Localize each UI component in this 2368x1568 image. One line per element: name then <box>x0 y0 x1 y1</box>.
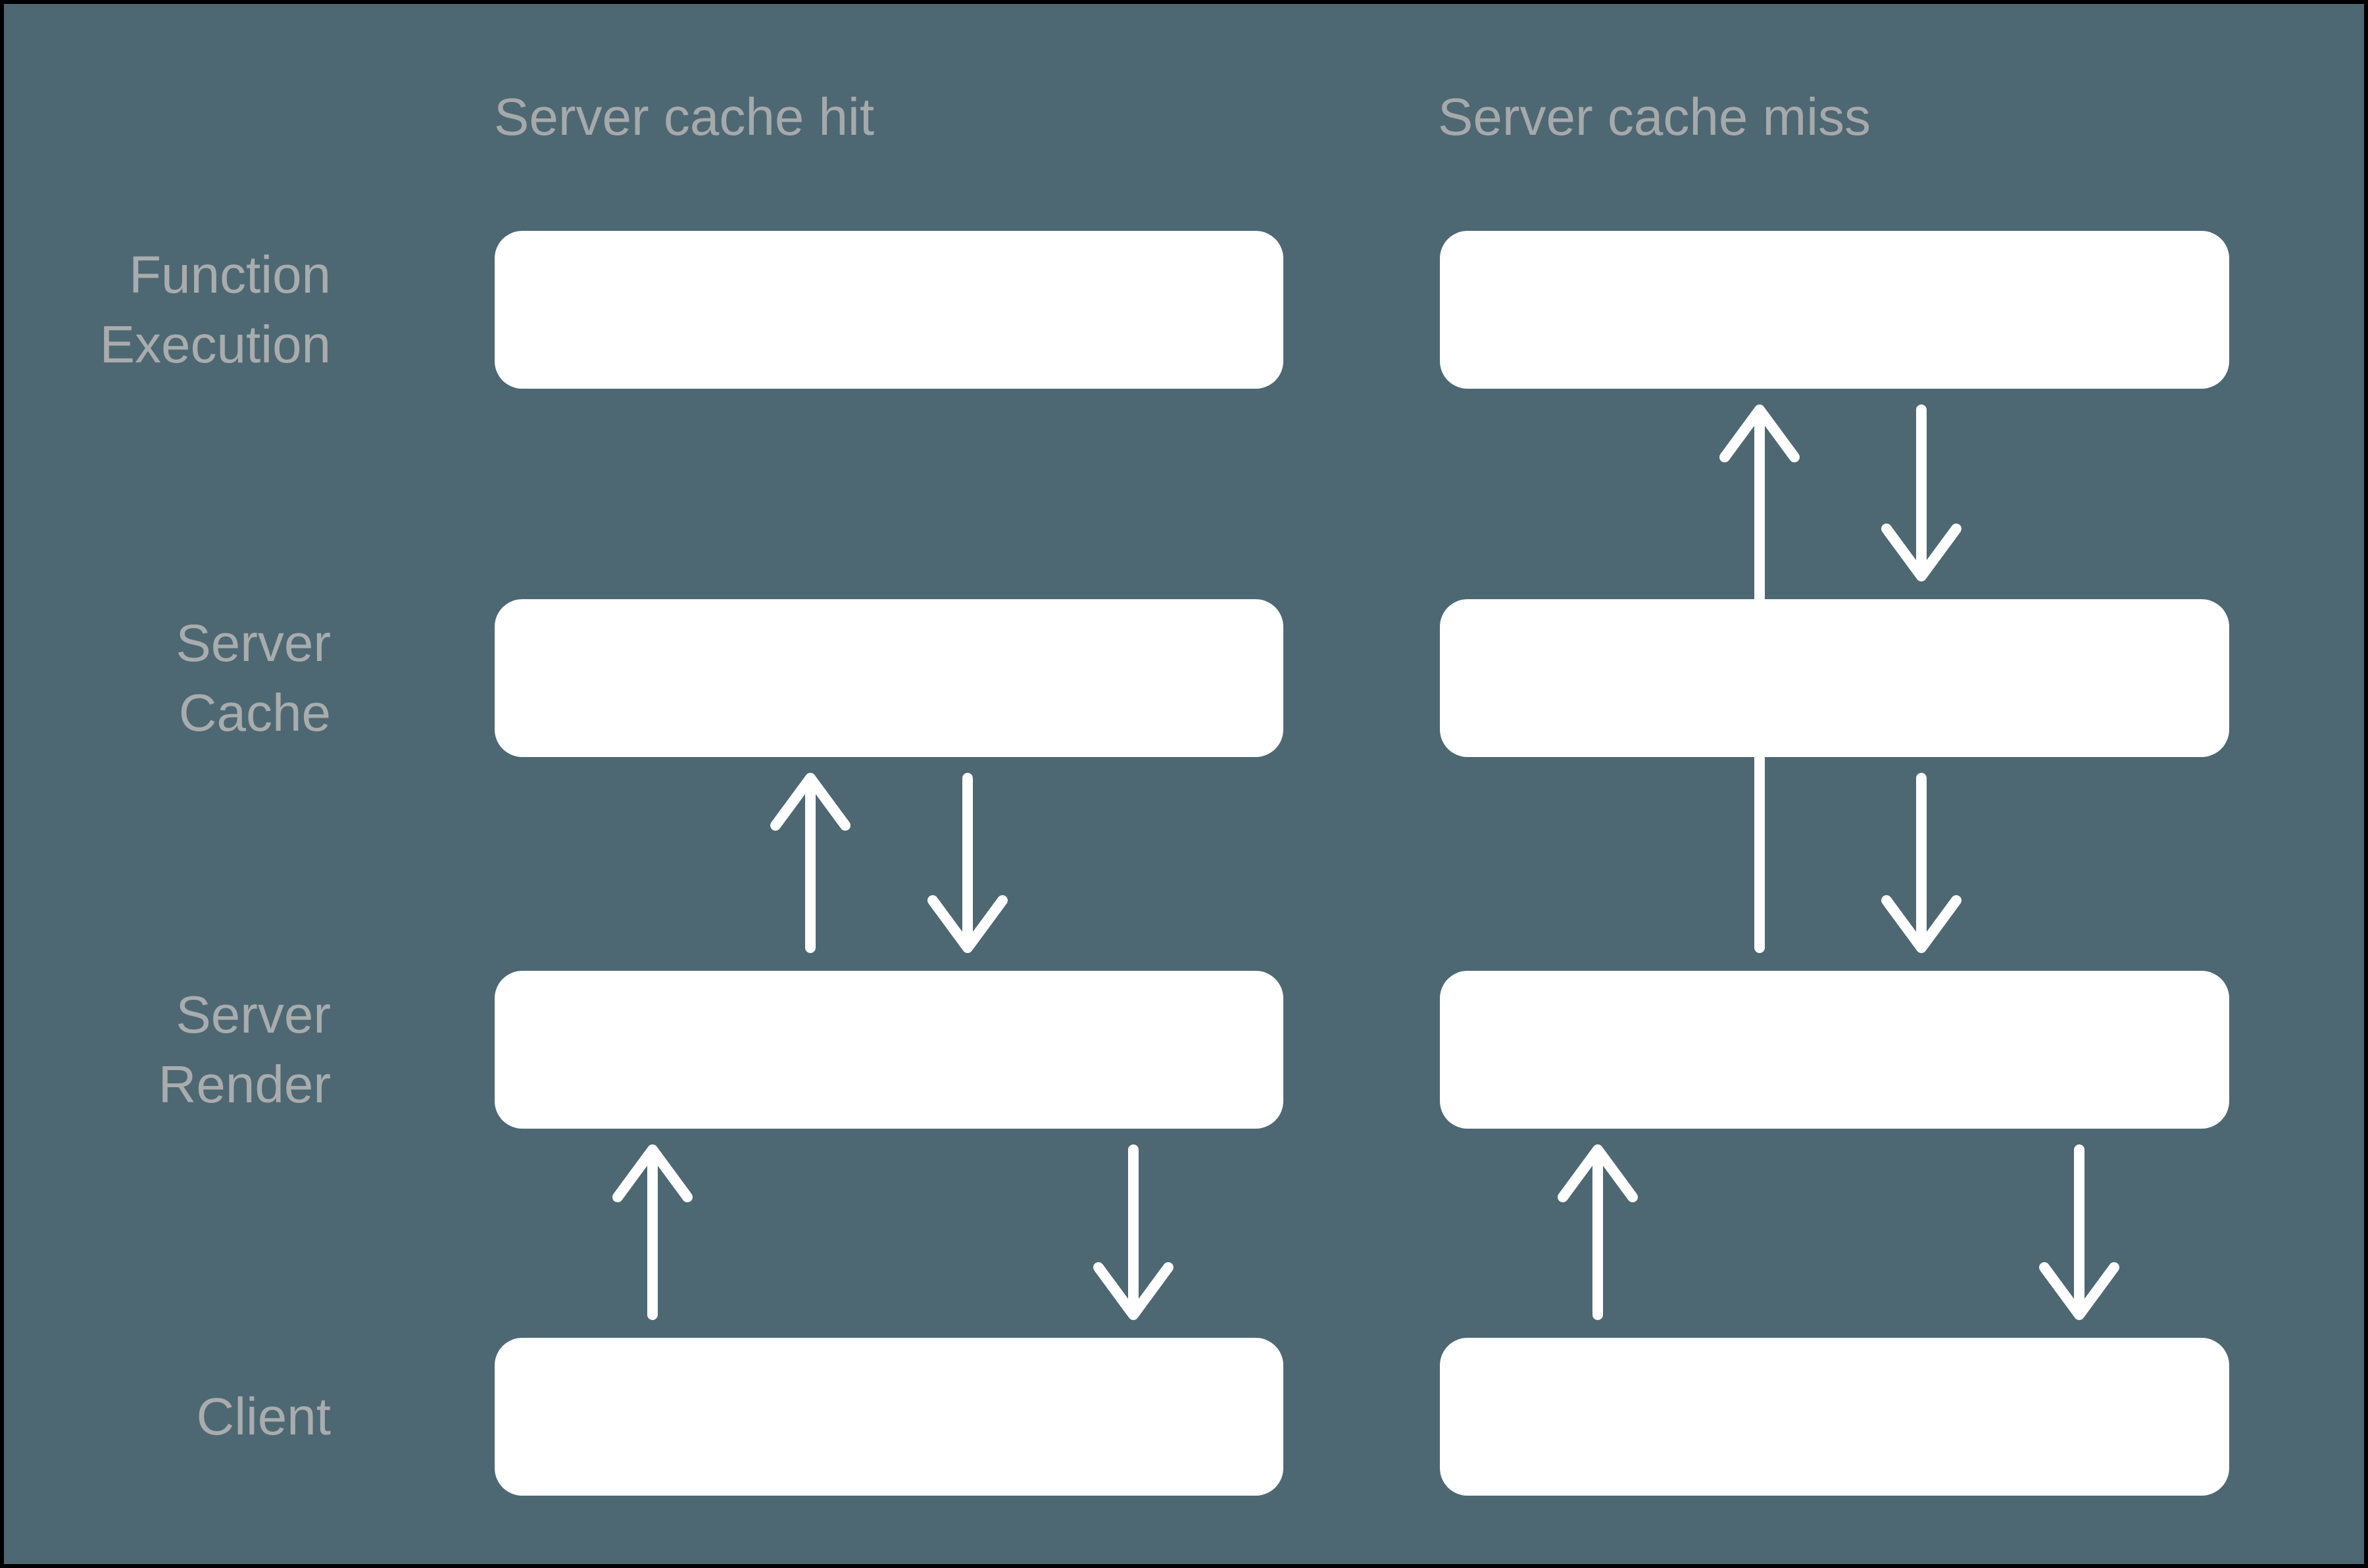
row-label-function-execution: Function Execution <box>41 240 331 380</box>
row-label-line: Server <box>176 614 331 672</box>
arrow-down-hit-server-cache-to-server-render <box>927 773 1008 953</box>
box-hit-client <box>495 1338 1283 1496</box>
box-miss-server-cache <box>1440 599 2229 757</box>
row-label-line: Cache <box>178 683 331 742</box>
arrow-up-hit-server-render-to-client <box>612 1144 693 1320</box>
row-label-line: Server <box>176 985 331 1044</box>
row-label-line: Client <box>196 1387 331 1446</box>
box-miss-server-render <box>1440 971 2229 1129</box>
row-label-line: Function <box>129 245 331 304</box>
arrow-up-hit-server-cache-to-server-render <box>770 773 851 953</box>
box-hit-server-render <box>495 971 1283 1129</box>
row-label-line: Render <box>158 1055 331 1114</box>
arrow-up-miss-server-render-to-client <box>1558 1144 1638 1320</box>
arrow-down-hit-server-render-to-client <box>1093 1144 1173 1320</box>
box-hit-function-execution <box>495 231 1283 389</box>
box-miss-client <box>1440 1338 2229 1496</box>
column-title-cache-hit: Server cache hit <box>494 87 875 146</box>
flow-arrow-layer <box>612 404 2119 1320</box>
arrow-down-miss-server-cache-to-server-render <box>1881 773 1961 953</box>
column-title-cache-miss: Server cache miss <box>1438 87 1871 146</box>
arrow-down-miss-function-execution-to-server-cache <box>1881 404 1961 581</box>
row-label-line: Execution <box>99 315 331 374</box>
row-label-server-render: Server Render <box>41 980 331 1119</box>
box-miss-function-execution <box>1440 231 2229 389</box>
box-hit-server-cache <box>495 599 1283 757</box>
row-label-server-cache: Server Cache <box>41 608 331 748</box>
arrow-down-miss-server-render-to-client <box>2039 1144 2119 1320</box>
row-label-client: Client <box>41 1382 331 1452</box>
